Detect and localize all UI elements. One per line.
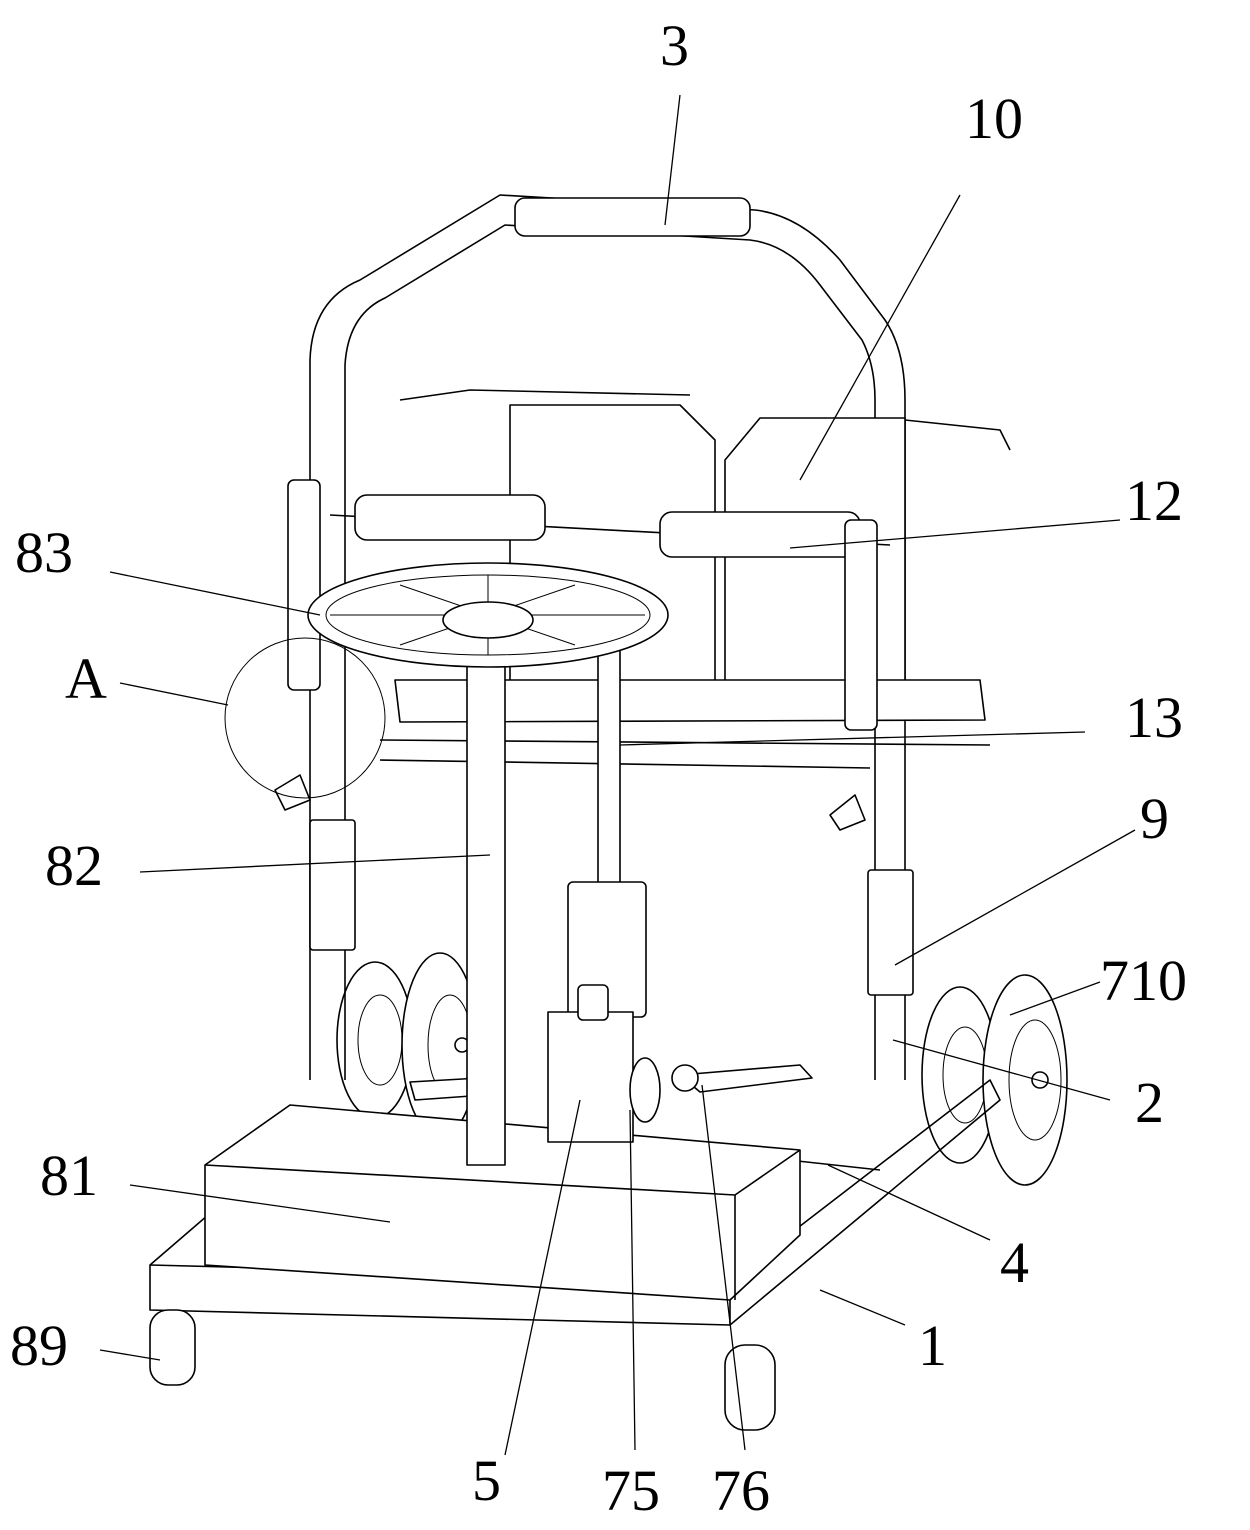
label-75: 75 [602,1458,660,1523]
label-a: A [65,646,107,711]
grip-3 [515,198,750,236]
label-13: 13 [1125,685,1183,750]
label-3: 3 [660,13,689,78]
label-12: 12 [1125,468,1183,533]
label-9: 9 [1140,786,1169,851]
wheel-710 [983,975,1067,1185]
label-83: 83 [15,520,73,585]
label-1: 1 [918,1313,947,1378]
label-710: 710 [1100,948,1187,1013]
label-89: 89 [10,1313,68,1378]
label-10: 10 [965,86,1023,151]
part-75 [630,1058,660,1122]
label-76: 76 [712,1458,770,1523]
sleeve-9 [868,870,913,995]
label-81: 81 [40,1143,98,1208]
label-5: 5 [472,1448,501,1513]
label-2: 2 [1135,1070,1164,1135]
label-4: 4 [1000,1230,1029,1295]
label-82: 82 [45,833,103,898]
casters-89 [150,1310,775,1430]
